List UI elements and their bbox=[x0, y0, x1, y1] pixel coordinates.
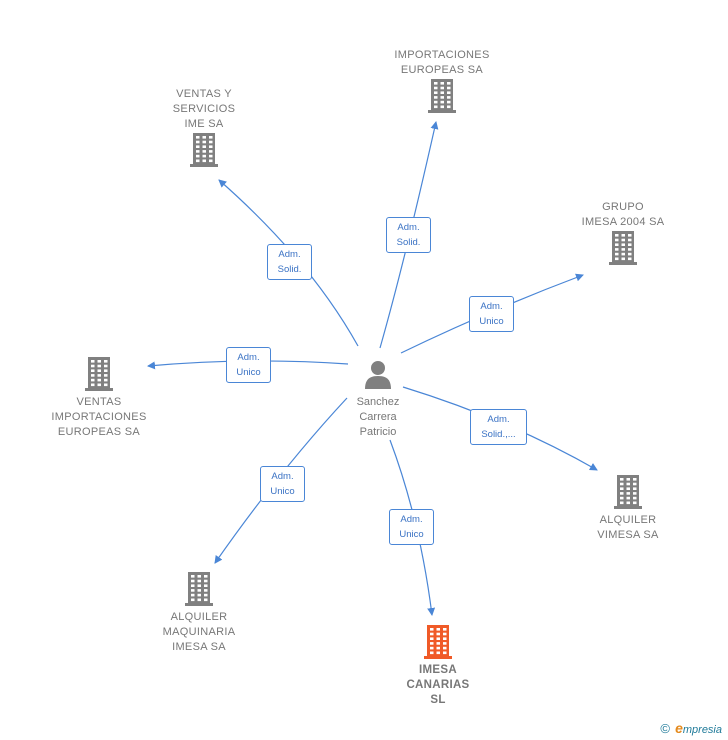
company-name: VENTAS Y SERVICIOS IME SA bbox=[172, 88, 236, 130]
brand-logo-initial: e bbox=[675, 720, 683, 736]
company-node-imesa-canarias[interactable]: IMESA CANARIAS SL bbox=[358, 624, 518, 708]
edge-label[interactable]: Adm. Unico bbox=[226, 347, 271, 383]
company-node-ventas-servicios-ime[interactable]: VENTAS Y SERVICIOS IME SA bbox=[124, 87, 284, 168]
person-icon bbox=[365, 361, 391, 389]
company-name: IMPORTACIONES EUROPEAS SA bbox=[394, 49, 490, 76]
edge-label[interactable]: Adm. Solid. bbox=[386, 217, 431, 253]
company-name: ALQUILER MAQUINARIA IMESA SA bbox=[162, 611, 236, 653]
copyright-symbol: © bbox=[660, 721, 671, 736]
building-icon bbox=[190, 133, 218, 167]
edge-label[interactable]: Adm. Unico bbox=[389, 509, 434, 545]
company-name: VENTAS IMPORTACIONES EUROPEAS SA bbox=[51, 396, 147, 438]
edge-label[interactable]: Adm. Unico bbox=[260, 466, 305, 502]
building-icon bbox=[85, 357, 113, 391]
company-node-alquiler-vimesa[interactable]: ALQUILER VIMESA SA bbox=[548, 474, 708, 543]
company-name: ALQUILER VIMESA SA bbox=[597, 514, 659, 541]
company-node-importaciones-europeas[interactable]: IMPORTACIONES EUROPEAS SA bbox=[362, 48, 522, 114]
company-node-alquiler-maquinaria-imesa[interactable]: ALQUILER MAQUINARIA IMESA SA bbox=[119, 571, 279, 655]
company-name: GRUPO IMESA 2004 SA bbox=[581, 201, 665, 228]
brand-footer: © empresia bbox=[660, 720, 722, 736]
building-icon bbox=[614, 475, 642, 509]
company-node-grupo-imesa-2004[interactable]: GRUPO IMESA 2004 SA bbox=[543, 200, 703, 266]
building-icon bbox=[185, 572, 213, 606]
company-name: IMESA CANARIAS SL bbox=[406, 664, 470, 706]
building-icon bbox=[424, 625, 452, 659]
edge-label[interactable]: Adm. Solid.,... bbox=[470, 409, 527, 445]
edge-label[interactable]: Adm. Unico bbox=[469, 296, 514, 332]
building-icon bbox=[609, 231, 637, 265]
person-node[interactable] bbox=[362, 358, 394, 390]
brand-logo-text: mpresia bbox=[682, 724, 722, 736]
company-node-ventas-importaciones-europeas[interactable]: VENTAS IMPORTACIONES EUROPEAS SA bbox=[19, 356, 179, 440]
person-name[interactable]: Sanchez Carrera Patricio bbox=[356, 396, 400, 438]
edge-label[interactable]: Adm. Solid. bbox=[267, 244, 312, 280]
building-icon bbox=[428, 79, 456, 113]
